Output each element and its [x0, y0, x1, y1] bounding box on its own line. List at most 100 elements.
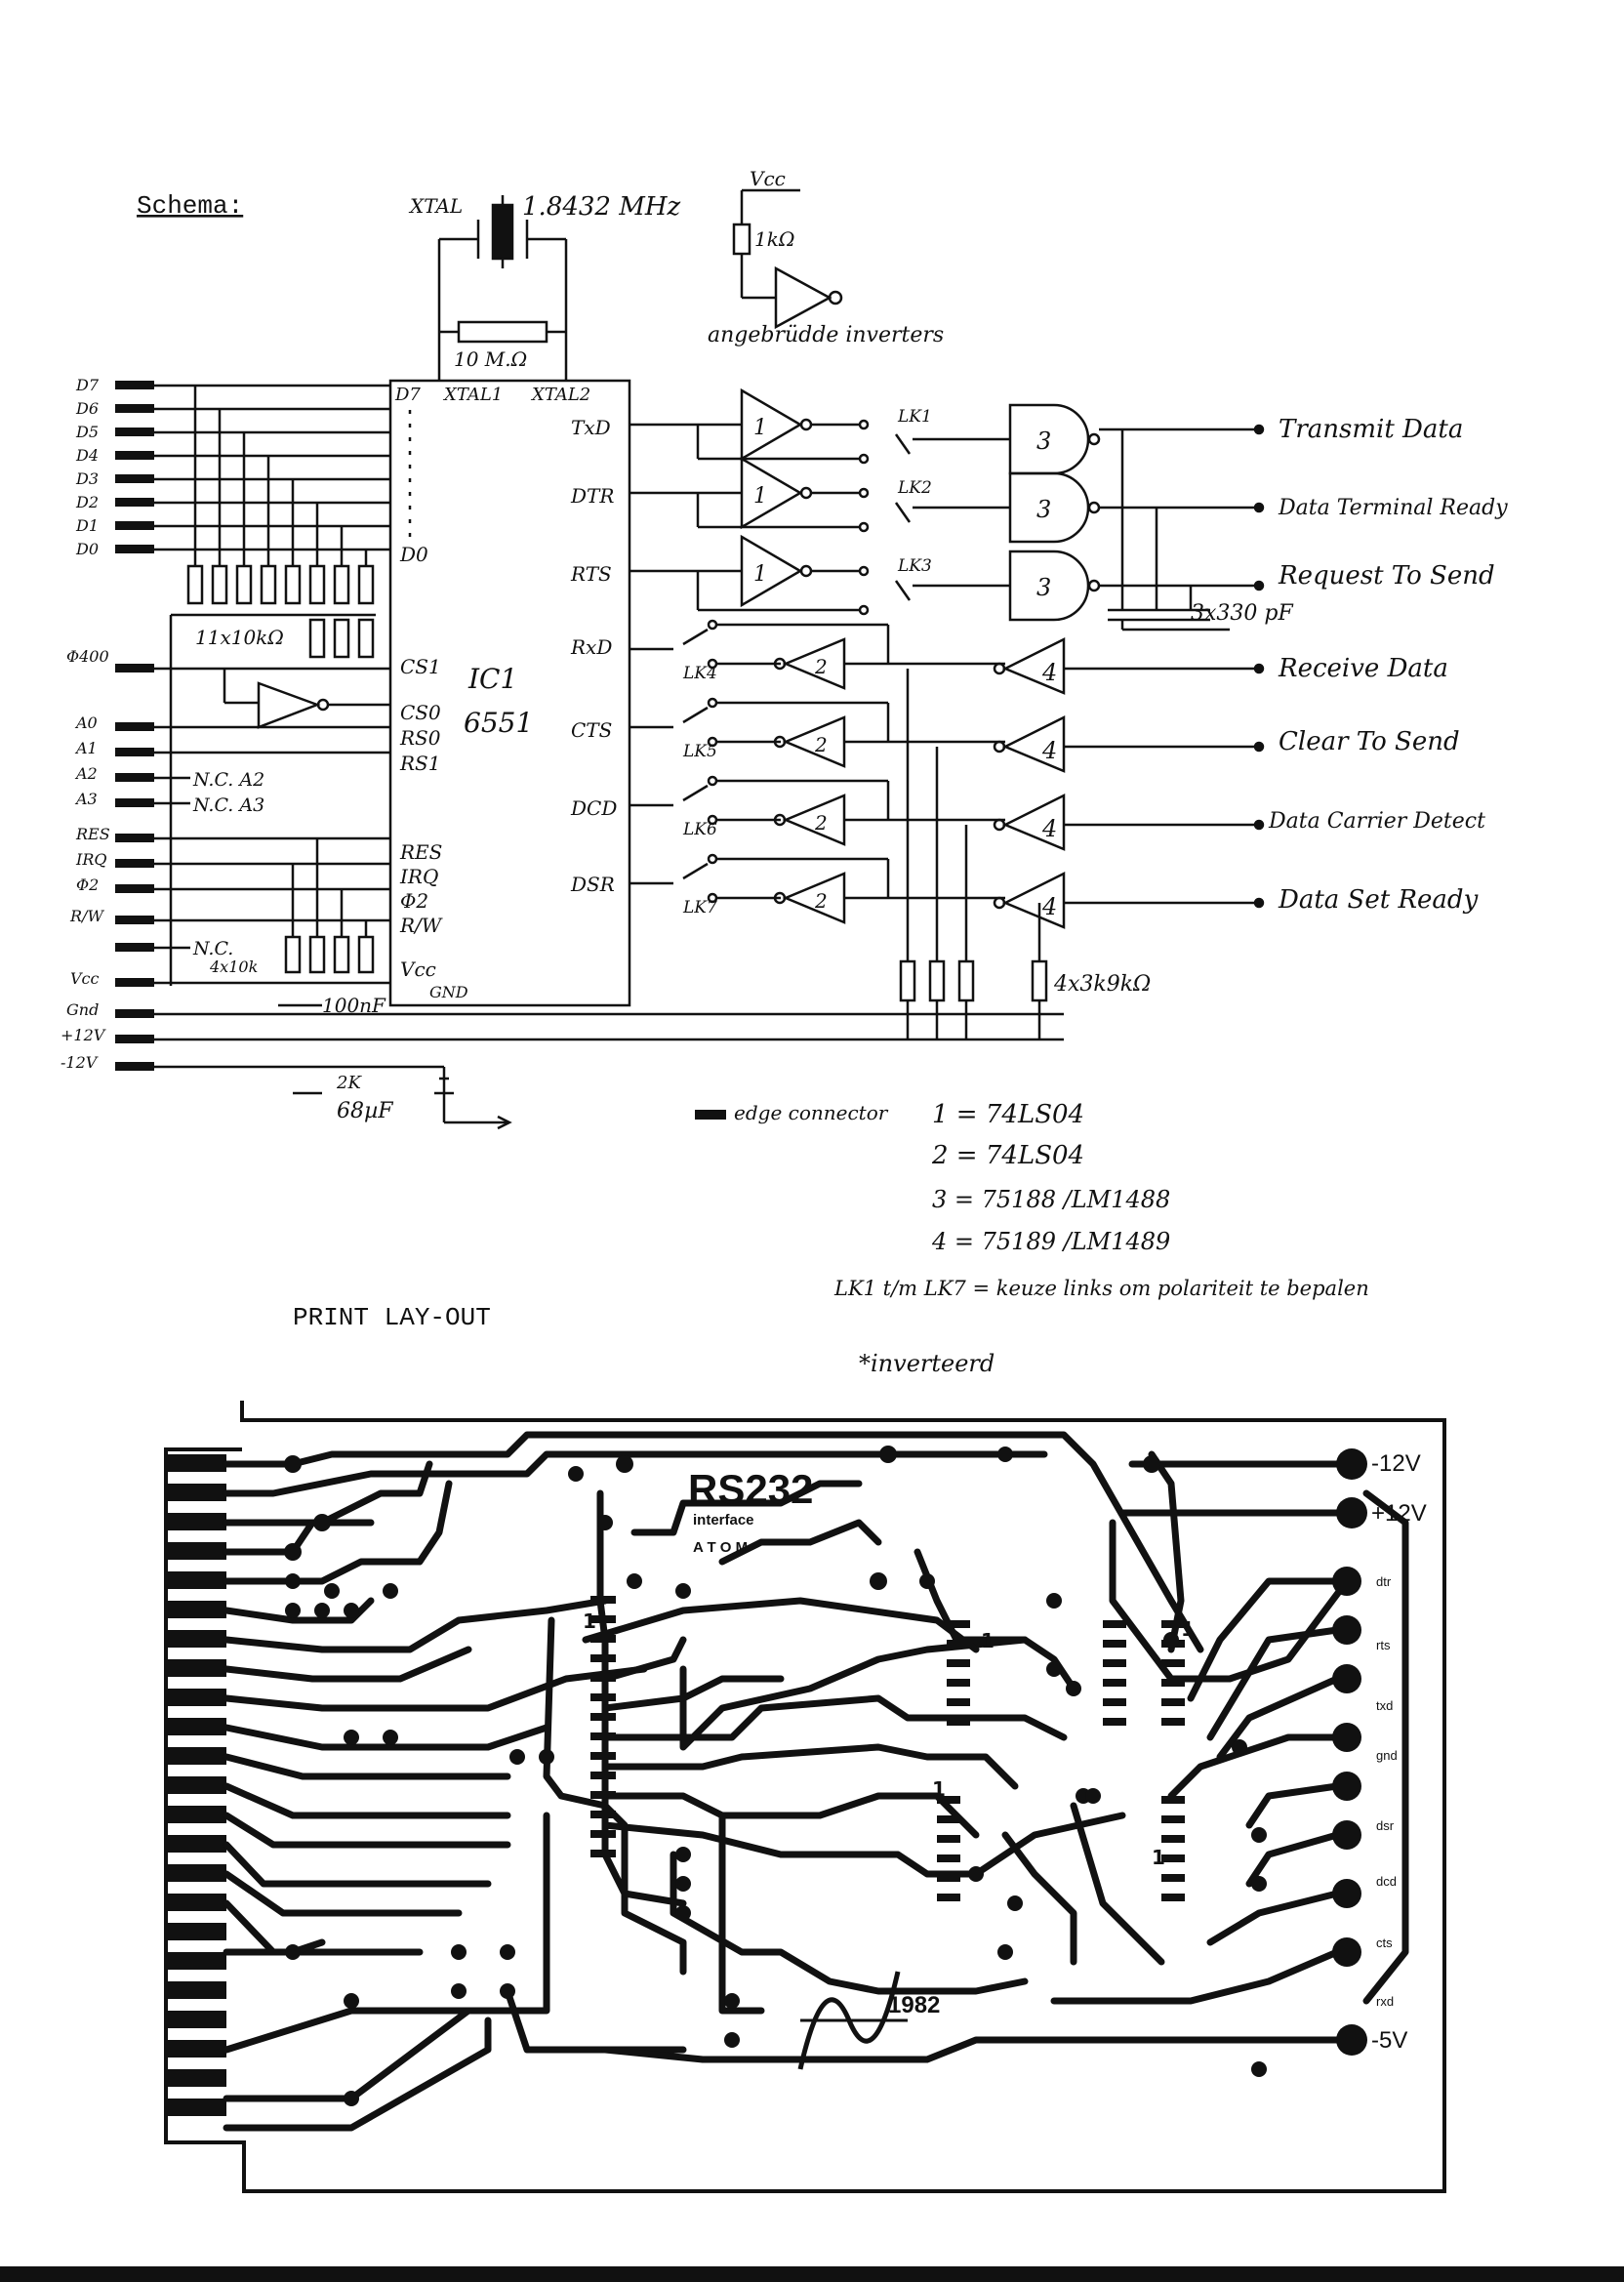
- ic1-pin-cs0: CS0: [400, 701, 441, 724]
- pullups-label: 11x10kΩ: [195, 626, 284, 649]
- pad-label: dcd: [1376, 1874, 1397, 1889]
- legend-part: 4 = 75189 /LM1489: [931, 1228, 1170, 1255]
- ic1-pin-d0: D0: [399, 543, 428, 566]
- ic1-pin-rxd: RxD: [570, 635, 612, 659]
- output-label: Request To Send: [1278, 561, 1495, 591]
- pad-label: -5V: [1371, 2027, 1407, 2054]
- ic1-pin-txd: TxD: [571, 416, 611, 439]
- bus-pin-label: D1: [75, 516, 99, 535]
- gate-number: 4: [1041, 659, 1057, 686]
- gate-number: 4: [1041, 815, 1057, 842]
- cap-330p-label: 3x330 pF: [1191, 601, 1293, 626]
- bus-pin-label: RES: [75, 825, 110, 843]
- link-lk6: LK6: [682, 820, 717, 839]
- cap-68u-label: 68µF: [337, 1099, 393, 1123]
- ic1-pin-cts: CTS: [571, 718, 612, 742]
- link-lk5: LK5: [682, 742, 717, 761]
- link-lk4: LK4: [682, 664, 717, 683]
- gate-number: 3: [1036, 574, 1051, 601]
- bus-pins: D7 D6 D5 D4 D3 D2 D1 D0 Φ400 A0 A1 A2 A3…: [61, 376, 110, 1072]
- link-lk2: LK2: [897, 478, 932, 498]
- ic1-pin-res: RES: [399, 840, 442, 864]
- link-lk3: LK3: [897, 556, 932, 576]
- layout-heading: PRINT LAY-OUT: [293, 1303, 491, 1332]
- ic1-pin-phi2: Φ2: [400, 889, 428, 913]
- ic1-body: [388, 379, 631, 1007]
- output-label: Data Terminal Ready: [1278, 496, 1508, 520]
- inverter-note-text: angebrüdde inverters: [708, 323, 944, 347]
- legend-edge: edge connector: [734, 1101, 889, 1124]
- crystal-label: XTAL: [408, 194, 463, 218]
- output-label: Clear To Send: [1279, 727, 1460, 756]
- ic1-right-pins: TxD DTR RTS RxD CTS DCD DSR: [570, 416, 617, 896]
- nc-rw-label: N.C.: [192, 938, 233, 959]
- bus-pin-label: -12V: [61, 1053, 99, 1072]
- legend-part: 2 = 74LS04: [931, 1141, 1084, 1170]
- gate-number: 2: [814, 889, 828, 913]
- bus-pin-label: Φ400: [66, 647, 109, 666]
- bus-pin-label: A0: [74, 713, 98, 732]
- gate-number: 4: [1041, 893, 1057, 920]
- ic1-part: 6551: [464, 707, 533, 739]
- ic-footprints: [590, 1596, 1185, 1901]
- pad-label: dsr: [1376, 1818, 1395, 1833]
- gate-number: 2: [814, 733, 828, 756]
- legend-links: LK1 t/m LK7 = keuze links om polariteit …: [833, 1277, 1369, 1300]
- bus-pin-label: A3: [74, 790, 98, 808]
- gate-number: 3: [1036, 428, 1051, 455]
- ic1-pin-dsr: DSR: [570, 873, 615, 896]
- cap-100n-label: 100nF: [322, 994, 386, 1017]
- board-year: 1982: [888, 1992, 940, 2018]
- edge-fingers: [168, 1454, 226, 2116]
- ic1-pin-cs1: CS1: [400, 655, 441, 678]
- input-section: LK4 LK5 LK6 LK7 2 2 2 2 4: [629, 619, 1254, 1039]
- ic1-left-pins: CS1 CS0 RS0 RS1 RES IRQ Φ2 R/W Vcc GND: [399, 655, 468, 1001]
- pcb-traces: [223, 1431, 1409, 2132]
- inverter-vcc-label: Vcc: [750, 167, 786, 190]
- legend-inverted: *inverteerd: [859, 1350, 995, 1377]
- schematic: Schema: XTAL 1.8432 MHz 10 M.Ω: [61, 167, 1508, 1377]
- bus-pin-label: Gnd: [66, 1000, 99, 1019]
- inverter-r-label: 1kΩ: [754, 227, 794, 251]
- bus-pin-marks: [115, 381, 154, 1071]
- pad-label: dtr: [1376, 1574, 1392, 1589]
- output-label: Receive Data: [1278, 654, 1448, 683]
- pcb-board: -12V +12V dtr rts txd gnd dsr dcd cts rx…: [164, 1401, 1446, 2193]
- output-label: Transmit Data: [1279, 415, 1463, 444]
- ic1-pin-xtal2: XTAL2: [530, 385, 590, 405]
- ic1-name: IC1: [467, 663, 517, 695]
- scan-edge: [0, 2266, 1624, 2282]
- pad-label: rts: [1376, 1638, 1391, 1652]
- ic1-pin-dtr: DTR: [570, 484, 614, 508]
- schema-heading: Schema:: [137, 191, 243, 221]
- res-3k9-label: 4x3k9kΩ: [1053, 972, 1151, 997]
- bus-pin-label: D5: [75, 423, 99, 441]
- rw-resistors-label: 4x10k: [209, 958, 258, 976]
- output-label: Data Carrier Detect: [1268, 809, 1485, 834]
- ic1-pin-vcc: Vcc: [400, 958, 436, 981]
- gate-number: 2: [814, 655, 828, 678]
- ic1-pin-rts: RTS: [570, 562, 612, 586]
- nc-a2-label: N.C. A2: [192, 769, 264, 791]
- pad-label: +12V: [1371, 1500, 1427, 1527]
- bus-pin-label: R/W: [69, 907, 104, 925]
- bus-pin-label: +12V: [61, 1026, 106, 1044]
- nc-a3-label: N.C. A3: [192, 795, 264, 816]
- gate-number: 3: [1036, 496, 1051, 523]
- pad-label: txd: [1376, 1698, 1393, 1713]
- bus-pin-label: D6: [75, 399, 99, 418]
- bus-pin-label: Vcc: [70, 969, 100, 988]
- legend-part: 1 = 74LS04: [932, 1100, 1084, 1129]
- bus-pin-label: D3: [75, 469, 99, 488]
- gate-number: 1: [753, 562, 767, 587]
- bus-pin-label: IRQ: [75, 850, 106, 869]
- pad-label: cts: [1376, 1936, 1393, 1950]
- link-lk7: LK7: [682, 898, 717, 917]
- output-label: Data Set Ready: [1278, 885, 1479, 915]
- ic1-pin-irq: IRQ: [399, 865, 438, 888]
- pcb-pads: [284, 1446, 1267, 2106]
- pullup-resistors: 11x10kΩ: [169, 564, 376, 986]
- output-section: 1 1 1 LK1 LK2 LK3 3 3 3: [629, 387, 1293, 632]
- ic1-pin-dcd: DCD: [570, 796, 617, 820]
